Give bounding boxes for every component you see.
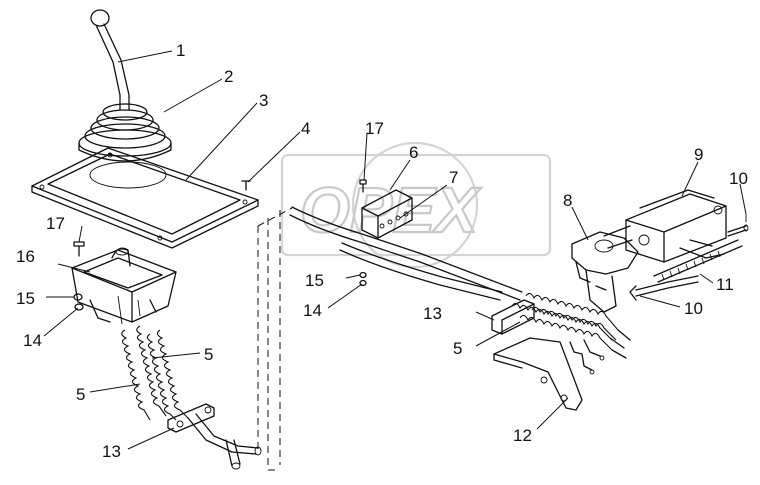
shift-housing [71, 247, 177, 325]
callout-10-upper: 10 [729, 169, 748, 188]
callout-17-center: 17 [365, 119, 384, 138]
callout-15-left: 15 [16, 289, 35, 308]
callout-15-center: 15 [305, 271, 324, 290]
gear-lever [90, 9, 130, 111]
callout-5-left-upper: 5 [204, 345, 213, 364]
rod-10-lower [629, 275, 699, 301]
callout-2: 2 [224, 67, 233, 86]
rubber-boot [78, 103, 172, 162]
callout-4: 4 [301, 119, 310, 138]
long-shift-rod [289, 206, 523, 301]
bracket-plate-12 [493, 337, 583, 411]
spring-pair-right [511, 292, 631, 375]
watermark-gear-icon [351, 141, 479, 269]
callout-6: 6 [409, 143, 418, 162]
shift-rod-left [187, 413, 262, 470]
callout-11: 11 [716, 275, 734, 294]
callout-labels: 1 2 3 4 5 5 5 6 7 8 9 10 10 11 12 13 13 … [16, 41, 748, 461]
spring-pair-left [121, 325, 189, 421]
callout-12: 12 [513, 426, 532, 445]
callout-5-left-lower: 5 [76, 385, 85, 404]
cable-clamp-6 [361, 189, 413, 239]
callout-1: 1 [176, 41, 185, 60]
connection-dashed-lines [257, 207, 293, 471]
nut-14-left [74, 303, 84, 311]
callout-13-left: 13 [102, 442, 121, 461]
callout-3: 3 [259, 91, 268, 110]
watermark-frame [280, 153, 552, 257]
callout-7: 7 [449, 168, 458, 187]
callout-5-right: 5 [453, 339, 462, 358]
callout-8: 8 [563, 191, 572, 210]
screw-4 [241, 180, 251, 191]
threaded-rod-11 [653, 239, 743, 283]
callout-14-center: 14 [303, 301, 322, 320]
callout-10-lower: 10 [684, 299, 703, 318]
callout-14-left: 14 [23, 331, 42, 350]
leader-lines [43, 50, 747, 450]
screw-17-left [73, 241, 85, 257]
selector-bracket-8 [571, 231, 639, 313]
callout-17-left: 17 [46, 214, 65, 233]
shift-cylinder-9 [603, 189, 727, 263]
nut-14-center [359, 279, 367, 287]
callout-13-center: 13 [423, 304, 442, 323]
bracket-13-left [167, 403, 215, 433]
cover-plate [31, 147, 259, 249]
callout-16: 16 [16, 247, 35, 266]
washer-15-center [359, 271, 367, 279]
rod-10-upper [727, 214, 749, 237]
callout-9: 9 [694, 145, 703, 164]
